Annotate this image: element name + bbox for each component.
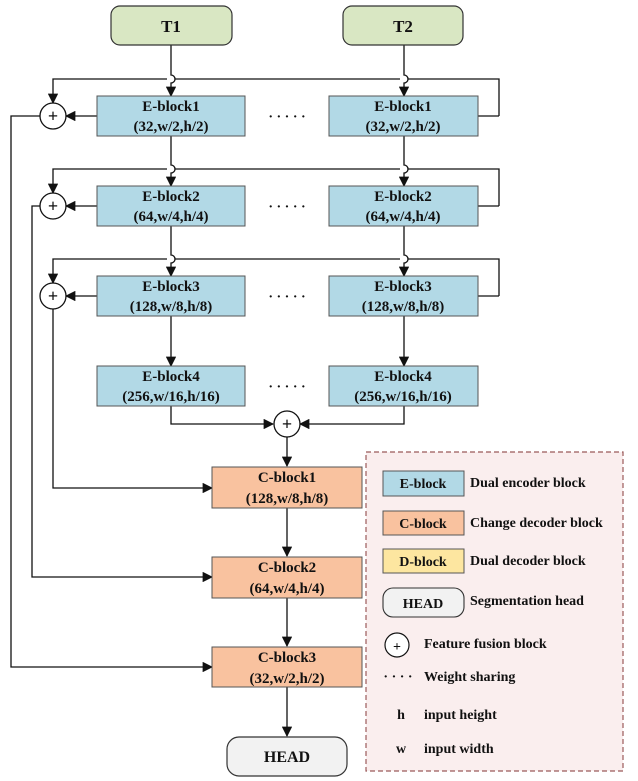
input-t1-label: T1 [161, 17, 181, 36]
legend-h-desc: input height [424, 708, 497, 723]
c-block3: C-block3 (32,w/2,h/2) [211, 646, 363, 688]
legend-fusion-desc: Feature fusion block [424, 637, 547, 652]
e-block4-right-name: E-block4 [374, 369, 432, 385]
legend-d-block-desc: Dual decoder block [470, 554, 586, 569]
arrow-e4-left-to-fusion4 [170, 406, 275, 430]
e-block2-right-dims: (64,w/4,h/4) [366, 209, 441, 225]
e-block1-right-dims: (32,w/2,h/2) [366, 119, 441, 135]
e-block1-left: E-block1 (32,w/2,h/2) [96, 95, 246, 137]
fusion-node-4-symbol: + [282, 414, 292, 434]
arrow-t2-to-e1 [398, 45, 410, 98]
fusion-node-3: + [39, 282, 67, 310]
skip-fusion2-to-c2 [31, 205, 214, 583]
legend: E-block Dual encoder block C-block Chang… [365, 451, 624, 772]
loop-row1 [53, 78, 500, 116]
connectors [10, 45, 500, 738]
input-t1: T1 [110, 5, 233, 46]
skip-fusion1-to-c3 [10, 115, 214, 673]
weight-sharing-dots-row1: · · · · · [268, 110, 305, 125]
input-t2: T2 [342, 5, 464, 46]
e-block3-right-dims: (128,w/8,h/8) [362, 299, 445, 315]
loop-row2 [53, 168, 500, 206]
arrow-e1-to-e2-left [165, 136, 177, 188]
weight-sharing-dots-row2: · · · · · [268, 200, 305, 215]
legend-fusion-key: + [393, 640, 401, 655]
legend-head-desc: Segmentation head [470, 594, 584, 609]
legend-c-block-desc: Change decoder block [470, 516, 603, 531]
e-block1-left-name: E-block1 [142, 99, 200, 115]
legend-c-block-key: C-block [399, 517, 447, 532]
e-block3-left-dims: (128,w/8,h/8) [130, 299, 213, 315]
e-block4-right: E-block4 (256,w/16,h/16) [328, 365, 479, 407]
e-block4-right-dims: (256,w/16,h/16) [354, 389, 452, 405]
legend-w-desc: input width [424, 742, 494, 757]
arrow-e2-to-e3-left [165, 226, 177, 278]
e-block2-left-name: E-block2 [142, 189, 200, 205]
legend-d-block-swatch [382, 548, 465, 574]
fusion-node-2: + [39, 192, 67, 220]
weight-sharing-dots-row3: · · · · · [268, 290, 305, 305]
legend-head-swatch [382, 587, 465, 618]
arrow-e1-to-e2-right [398, 136, 410, 188]
c-block2-dims: (64,w/4,h/4) [250, 581, 325, 597]
fusion-node-4: + [273, 410, 301, 438]
skip-fusion3-to-c1 [52, 309, 214, 494]
fusion-node-2-symbol: + [48, 196, 58, 216]
e-block4-left-name: E-block4 [142, 369, 200, 385]
weight-sharing-dots-row4: · · · · · [268, 380, 305, 395]
loop-row3 [53, 258, 500, 296]
e-block3-left-name: E-block3 [142, 279, 200, 295]
legend-fusion-swatch [384, 632, 410, 658]
arrow-e4-right-to-fusion4 [298, 406, 405, 430]
c-block2: C-block2 (64,w/4,h/4) [211, 556, 363, 599]
legend-head-key: HEAD [403, 597, 443, 612]
legend-w-key: w [396, 742, 407, 757]
legend-weight-desc: Weight sharing [424, 670, 515, 685]
legend-h-key: h [397, 708, 405, 723]
e-block2-left-dims: (64,w/4,h/4) [134, 209, 209, 225]
e-block3-right-name: E-block3 [374, 279, 432, 295]
e-block1-left-dims: (32,w/2,h/2) [134, 119, 209, 135]
legend-d-block-key: D-block [399, 555, 447, 570]
c-block2-name: C-block2 [258, 560, 316, 576]
c-block1: C-block1 (128,w/8,h/8) [211, 466, 363, 509]
c-block1-name: C-block1 [258, 470, 316, 486]
arrow-t1-to-e1 [165, 45, 177, 98]
c-block3-name: C-block3 [258, 650, 316, 666]
legend-e-block-key: E-block [400, 477, 447, 492]
e-block2-right-name: E-block2 [374, 189, 432, 205]
e-block3-left: E-block3 (128,w/8,h/8) [96, 275, 246, 317]
fusion-node-1: + [39, 102, 67, 130]
e-block4-left-dims: (256,w/16,h/16) [122, 389, 220, 405]
head-label: HEAD [264, 749, 310, 766]
input-t2-label: T2 [393, 17, 413, 36]
fusion-node-1-symbol: + [48, 106, 58, 126]
fusion-node-3-symbol: + [48, 286, 58, 306]
c-block3-dims: (32,w/2,h/2) [250, 671, 325, 687]
legend-e-block-swatch [382, 470, 465, 497]
e-block1-right: E-block1 (32,w/2,h/2) [328, 95, 479, 137]
e-block2-left: E-block2 (64,w/4,h/4) [96, 185, 246, 227]
legend-e-block-desc: Dual encoder block [470, 476, 586, 491]
e-block4-left: E-block4 (256,w/16,h/16) [96, 365, 246, 407]
e-block1-right-name: E-block1 [374, 99, 432, 115]
legend-c-block-swatch [382, 510, 465, 536]
e-block3-right: E-block3 (128,w/8,h/8) [328, 275, 479, 317]
head-node: HEAD [226, 736, 348, 777]
c-block1-dims: (128,w/8,h/8) [246, 491, 329, 507]
e-block2-right: E-block2 (64,w/4,h/4) [328, 185, 479, 227]
arrow-e2-to-e3-right [398, 226, 410, 278]
legend-weight-key: · · · · [383, 670, 412, 685]
